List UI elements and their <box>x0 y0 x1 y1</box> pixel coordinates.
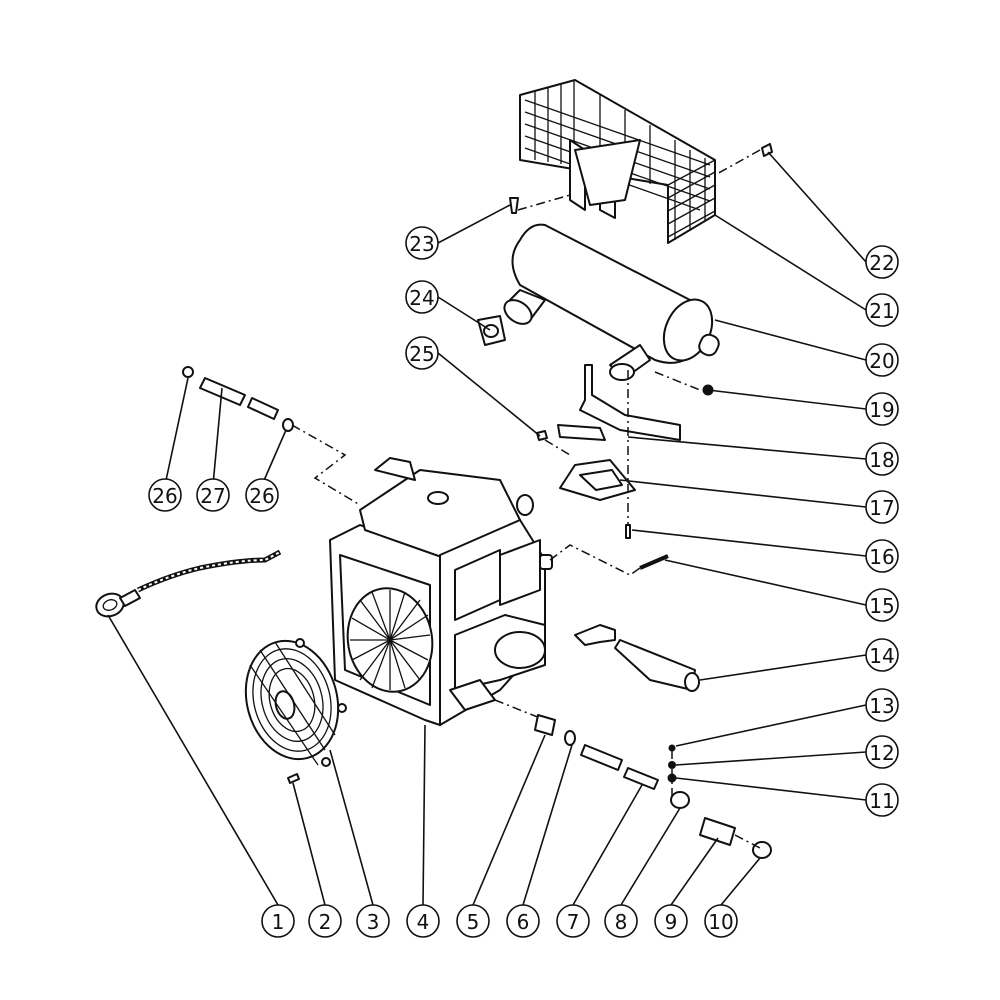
muffler <box>503 223 720 381</box>
callout-22-text: 22 <box>869 251 894 275</box>
callout-11-text: 11 <box>869 789 894 813</box>
callout-19: 19 <box>865 392 899 426</box>
callout-26-right-text: 26 <box>249 484 274 508</box>
callout-20-text: 20 <box>869 349 894 373</box>
callout-3: 3 <box>356 904 390 938</box>
callout-18: 18 <box>865 442 899 476</box>
callout-16: 16 <box>865 539 899 573</box>
cable-assembly <box>95 549 282 618</box>
callout-24-text: 24 <box>409 286 434 310</box>
callout-6-text: 6 <box>517 910 530 934</box>
callout-10-text: 10 <box>708 910 733 934</box>
callout-27-text: 27 <box>200 484 225 508</box>
callout-17: 17 <box>865 490 899 524</box>
callout-12-text: 12 <box>869 741 894 765</box>
callout-4: 4 <box>406 904 440 938</box>
exhaust-gasket <box>477 315 506 346</box>
assembly-lines <box>291 149 761 849</box>
callout-3-text: 3 <box>367 910 380 934</box>
callout-2: 2 <box>308 904 342 938</box>
callout-5: 5 <box>456 904 490 938</box>
callout-14-text: 14 <box>869 644 894 668</box>
callout-21-text: 21 <box>869 299 894 323</box>
callout-25: 25 <box>405 336 439 370</box>
callout-19-text: 19 <box>869 398 894 422</box>
muffler-guard <box>519 79 716 244</box>
callout-20: 20 <box>865 343 899 377</box>
callout-23-text: 23 <box>409 232 434 256</box>
callout-6: 6 <box>506 904 540 938</box>
callout-24: 24 <box>405 280 439 314</box>
callout-9-text: 9 <box>665 910 678 934</box>
engine-block <box>329 457 553 726</box>
callout-16-text: 16 <box>869 545 894 569</box>
callout-13-text: 13 <box>869 694 894 718</box>
callout-23: 23 <box>405 226 439 260</box>
hose-kit <box>182 366 294 432</box>
callout-7-text: 7 <box>567 910 580 934</box>
callout-14: 14 <box>865 638 899 672</box>
callout-12: 12 <box>865 735 899 769</box>
callout-11: 11 <box>865 783 899 817</box>
callout-8-text: 8 <box>615 910 628 934</box>
callout-26-left-text: 26 <box>152 484 177 508</box>
mount-plate <box>559 459 636 501</box>
callout-8: 8 <box>604 904 638 938</box>
callout-26-left: 26 <box>148 478 182 512</box>
callout-5-text: 5 <box>467 910 480 934</box>
callout-17-text: 17 <box>869 496 894 520</box>
callout-25-text: 25 <box>409 342 434 366</box>
muffler-bracket <box>557 364 681 441</box>
callout-26-right: 26 <box>245 478 279 512</box>
callout-4-text: 4 <box>417 910 430 934</box>
callout-13: 13 <box>865 688 899 722</box>
callout-10: 10 <box>704 904 738 938</box>
fan-guard <box>244 638 347 767</box>
callout-22: 22 <box>865 245 899 279</box>
callout-2-text: 2 <box>319 910 332 934</box>
callout-15: 15 <box>865 588 899 622</box>
callout-15-text: 15 <box>869 594 894 618</box>
callout-1-text: 1 <box>272 910 285 934</box>
callout-7: 7 <box>556 904 590 938</box>
leader-lines <box>107 151 867 906</box>
small-parts <box>287 143 773 859</box>
callout-27: 27 <box>196 478 230 512</box>
callout-18-text: 18 <box>869 448 894 472</box>
callout-1: 1 <box>261 904 295 938</box>
callout-21: 21 <box>865 293 899 327</box>
callout-labels: 1 2 3 4 5 6 7 8 9 10 11 12 13 14 15 16 1… <box>148 226 899 938</box>
callout-9: 9 <box>654 904 688 938</box>
